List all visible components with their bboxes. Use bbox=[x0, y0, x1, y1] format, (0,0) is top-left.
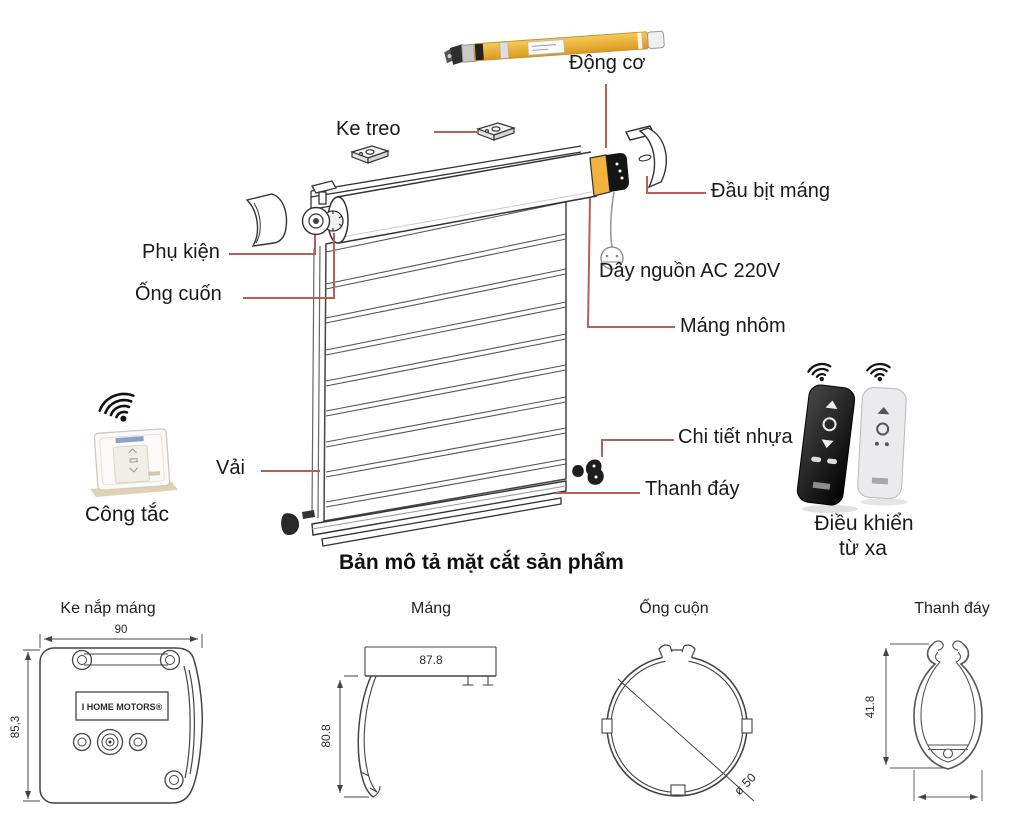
page-title: Bản mô tả mặt cắt sản phẩm bbox=[339, 551, 624, 574]
dim-diameter: ø 50 bbox=[731, 770, 759, 798]
section-ong-cuon: ø 50 bbox=[601, 644, 759, 802]
label-vai: Vải bbox=[216, 457, 245, 479]
mang-nhom-leader bbox=[586, 197, 675, 328]
accessory-piece bbox=[245, 193, 288, 247]
section-title-thanh-day: Thanh đáy bbox=[914, 600, 990, 617]
label-dong-co: Động cơ bbox=[569, 52, 646, 74]
wall-switch bbox=[90, 392, 178, 497]
aluminum-rail bbox=[310, 145, 582, 212]
bottom-bar bbox=[281, 480, 567, 547]
logo-plate bbox=[75, 691, 169, 721]
section-ke-nap-mang: I HOME MOTORS® 90 85,3 bbox=[10, 624, 203, 804]
label-mang-nhom: Máng nhôm bbox=[680, 315, 786, 337]
plastic-parts bbox=[572, 459, 604, 485]
chi-tiet-nhua-leader bbox=[601, 439, 674, 457]
tubular-motor-image bbox=[444, 30, 665, 65]
remote-black bbox=[796, 384, 856, 506]
label-dau-bit-mang: Đầu bịt máng bbox=[711, 180, 830, 202]
power-cord-plug bbox=[600, 191, 624, 270]
wifi-icon bbox=[807, 362, 832, 382]
dim-height: 85,3 bbox=[10, 716, 22, 738]
label-chi-tiet-nhua: Chi tiết nhựa bbox=[678, 426, 793, 448]
end-bracket bbox=[624, 125, 667, 189]
roller-blind-assembly bbox=[245, 125, 667, 547]
logo-text: I HOME MOTORS® bbox=[82, 702, 163, 712]
label-dieu-khien-line1: Điều khiển bbox=[814, 512, 914, 535]
dau-bit-mang-leader bbox=[646, 176, 706, 194]
label-dieu-khien-line2: từ xa bbox=[839, 537, 887, 560]
dim-height: 80.8 bbox=[319, 724, 333, 748]
bottom-bar-end-cap bbox=[281, 513, 300, 536]
label-cong-tac: Công tắc bbox=[85, 503, 170, 526]
section-mang: 87.8 80.8 bbox=[319, 646, 497, 798]
dim-width: 87.8 bbox=[419, 653, 443, 667]
label-ke-treo: Ke treo bbox=[336, 118, 401, 140]
switch-display bbox=[115, 436, 144, 444]
section-title-mang: Máng bbox=[410, 600, 452, 617]
phu-kien-leader bbox=[229, 235, 316, 255]
section-thanh-day: 41.8 bbox=[865, 640, 983, 801]
remote-white bbox=[857, 387, 907, 499]
wifi-icon bbox=[866, 362, 891, 382]
remote-controls bbox=[796, 362, 908, 513]
label-day-nguon: Dây nguồn AC 220V bbox=[599, 260, 781, 282]
label-thanh-day: Thanh đáy bbox=[645, 478, 740, 500]
leader-lines bbox=[229, 84, 706, 494]
label-phu-kien: Phụ kiện bbox=[142, 241, 220, 263]
dim-width: 90 bbox=[115, 624, 128, 636]
motor-head bbox=[589, 153, 629, 197]
mounting-brackets bbox=[350, 122, 516, 164]
wifi-icon bbox=[98, 392, 135, 422]
ong-cuon-leader bbox=[243, 233, 335, 299]
tube-end-crown bbox=[301, 206, 344, 236]
section-title-ong-cuon: Ống cuộn bbox=[639, 600, 709, 617]
section-title-ke-nap-mang: Ke nắp máng bbox=[60, 600, 156, 617]
label-ong-cuon: Ống cuốn bbox=[135, 283, 222, 305]
dim-height: 41.8 bbox=[865, 696, 877, 718]
fabric-stripes bbox=[325, 201, 567, 508]
fabric-panel bbox=[311, 192, 567, 522]
